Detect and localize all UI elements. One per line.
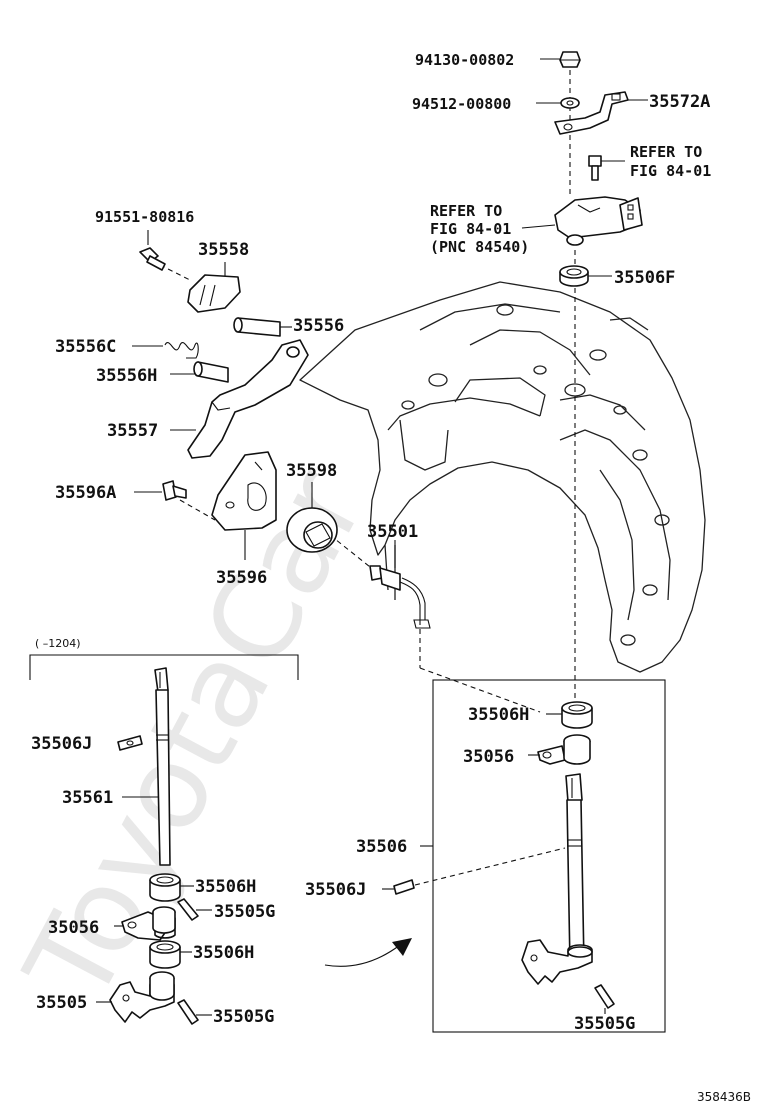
label-35556C: 35556C [55, 337, 116, 357]
label-35505G-left-1: 35505G [214, 902, 275, 922]
label-35506: 35506 [356, 837, 407, 857]
plug-35598 [286, 507, 338, 553]
spring-35556C [164, 342, 199, 359]
refer-2-line3: (PNC 84540) [430, 238, 529, 256]
bolt-refer [588, 155, 602, 181]
pin-35506J-right [393, 879, 415, 895]
label-35558: 35558 [198, 240, 249, 260]
bushing-35506H-right [561, 701, 593, 729]
label-35506H-right: 35506H [468, 705, 529, 725]
collar-35056-right [537, 734, 591, 765]
pin-35505G-left-2 [177, 999, 199, 1025]
lever-35505-left [109, 971, 175, 1023]
plate-35596 [211, 451, 277, 531]
refer-1-line1: REFER TO [630, 143, 702, 161]
nut-94130 [559, 51, 581, 68]
label-35505G-left-2: 35505G [213, 1007, 274, 1027]
refer-2-line1: REFER TO [430, 202, 502, 220]
assembly-lines [159, 70, 576, 886]
pin-35506J-left [117, 735, 143, 751]
collar-35056-left [121, 906, 176, 941]
oil-seal-35506F [559, 265, 589, 287]
cover-35558 [187, 274, 241, 313]
refer-1-line2: FIG 84-01 [630, 162, 711, 180]
diagram-number: 358436B [697, 1090, 751, 1104]
label-94130-00802: 94130-00802 [415, 51, 514, 69]
arrow-icon [324, 938, 412, 967]
neutral-start-switch [554, 196, 643, 246]
washer-94512 [560, 97, 580, 109]
label-35596: 35596 [216, 568, 267, 588]
label-35506J-left: 35506J [31, 734, 92, 754]
lever-right [521, 939, 593, 985]
label-35556: 35556 [293, 316, 344, 336]
label-35505G-right: 35505G [574, 1014, 635, 1034]
label-94512-00800: 94512-00800 [412, 95, 511, 113]
range-note: ( –1204) [35, 637, 81, 650]
pin-35505G-left-1 [177, 898, 199, 921]
label-35506J-right: 35506J [305, 880, 366, 900]
bolt-35596A [162, 480, 187, 501]
transmission-housing [299, 281, 706, 673]
label-35056-left: 35056 [48, 918, 99, 938]
bushing-35506H-left-2 [149, 940, 181, 969]
label-35598: 35598 [286, 461, 337, 481]
seal-35501 [369, 565, 431, 629]
pin-35556 [233, 317, 281, 337]
label-35056-right: 35056 [463, 747, 514, 767]
shaft-right [565, 773, 585, 966]
label-35506F: 35506F [614, 268, 675, 288]
bolt-91551 [139, 247, 166, 271]
bushing-35506H-left-1 [149, 873, 181, 902]
label-35596A: 35596A [55, 483, 116, 503]
label-35505-left: 35505 [36, 993, 87, 1013]
shaft-35561 [154, 667, 171, 866]
pin-35505G-right [594, 984, 615, 1009]
label-35506H-left-1: 35506H [195, 877, 256, 897]
detent-lever-35557 [187, 339, 309, 459]
assembly-35506-box [432, 679, 666, 1033]
label-35506H-left-2: 35506H [193, 943, 254, 963]
label-35556H: 35556H [96, 366, 157, 386]
label-35501: 35501 [367, 522, 418, 542]
refer-2-line2: FIG 84-01 [430, 220, 511, 238]
pin-35556H [193, 361, 229, 383]
label-35572A: 35572A [649, 92, 710, 112]
label-91551-80816: 91551-80816 [95, 208, 194, 226]
label-35561: 35561 [62, 788, 113, 808]
label-35557: 35557 [107, 421, 158, 441]
